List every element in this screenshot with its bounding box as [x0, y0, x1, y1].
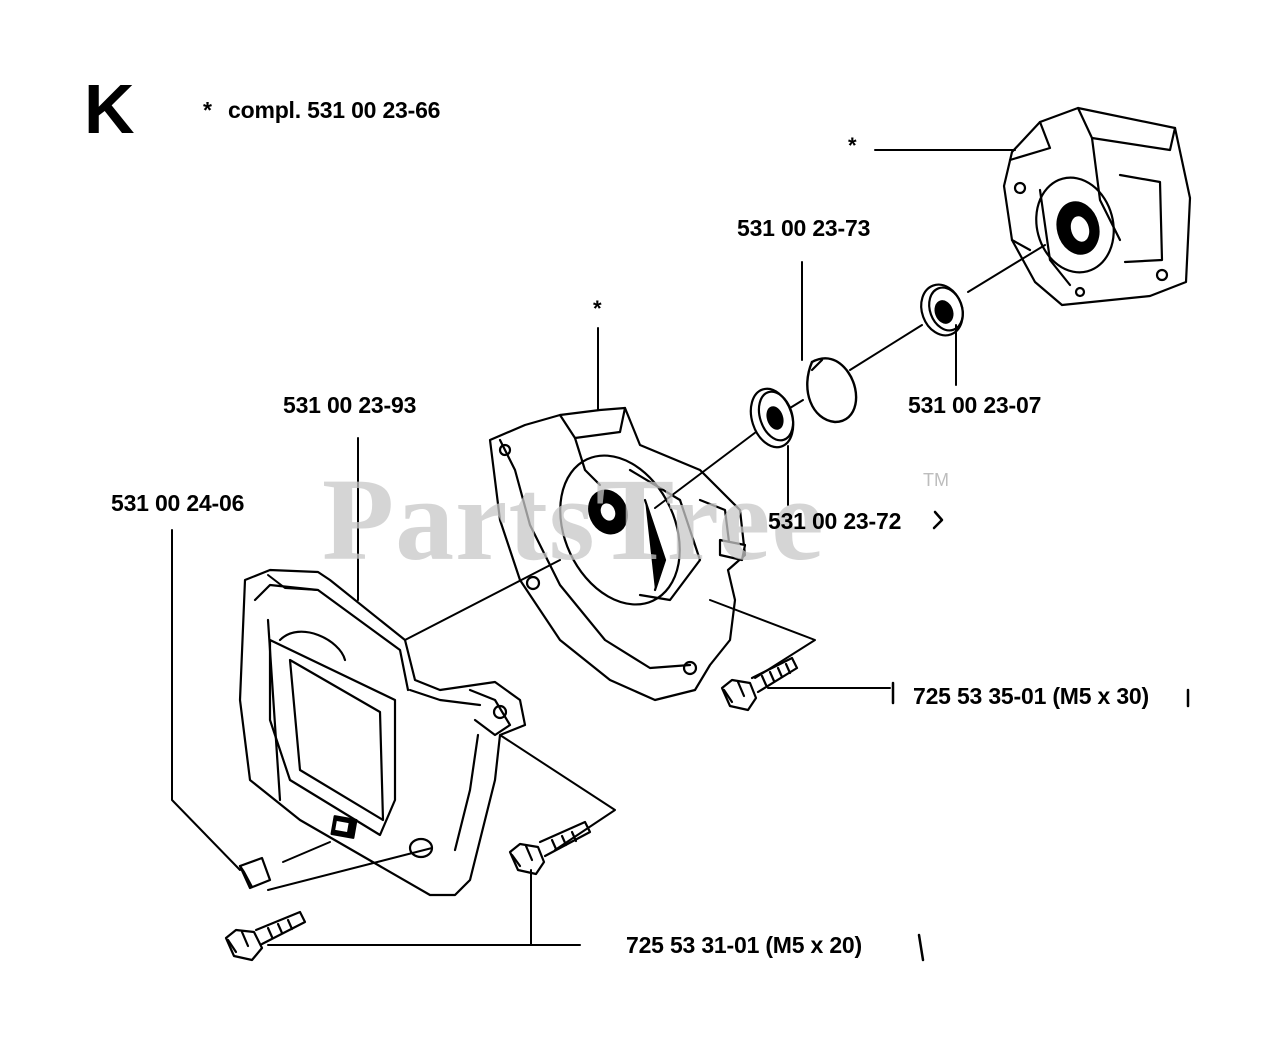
circlip: [806, 357, 858, 424]
trademark-mark: TM: [923, 470, 949, 490]
asterisk-crankcase-right: *: [848, 133, 857, 158]
screw-m5x20-lower: [224, 910, 307, 962]
section-letter: K: [84, 70, 135, 148]
crankcase-half-right: [1002, 106, 1192, 307]
watermark-logo: PartsTree: [322, 454, 825, 585]
part-label-725-53-31-01[interactable]: 725 53 31-01 (M5 x 20): [626, 932, 862, 958]
ball-bearing-small: [920, 283, 964, 337]
crankcase-half-left: [488, 406, 747, 702]
part-label-531-00-23-07[interactable]: 531 00 23-07: [908, 392, 1042, 418]
fan-housing: [238, 568, 527, 897]
part-label-725-53-35-01[interactable]: 725 53 35-01 (M5 x 30): [913, 683, 1149, 709]
leader-lines: [171, 149, 1046, 946]
part-label-531-00-23-93[interactable]: 531 00 23-93: [283, 392, 417, 418]
compl-note: compl. 531 00 23-66: [228, 97, 441, 123]
part-label-531-00-23-73[interactable]: 531 00 23-73: [737, 215, 871, 241]
rubber-plug: [238, 856, 272, 890]
asterisk-crankcase-left: *: [593, 296, 602, 321]
screw-m5x30: [720, 656, 799, 712]
compl-asterisk: *: [203, 97, 212, 123]
screw-m5x20-upper: [508, 820, 592, 876]
ball-bearing-large: [749, 387, 795, 449]
part-label-531-00-23-72[interactable]: 531 00 23-72: [768, 508, 902, 534]
part-label-531-00-24-06[interactable]: 531 00 24-06: [111, 490, 245, 516]
